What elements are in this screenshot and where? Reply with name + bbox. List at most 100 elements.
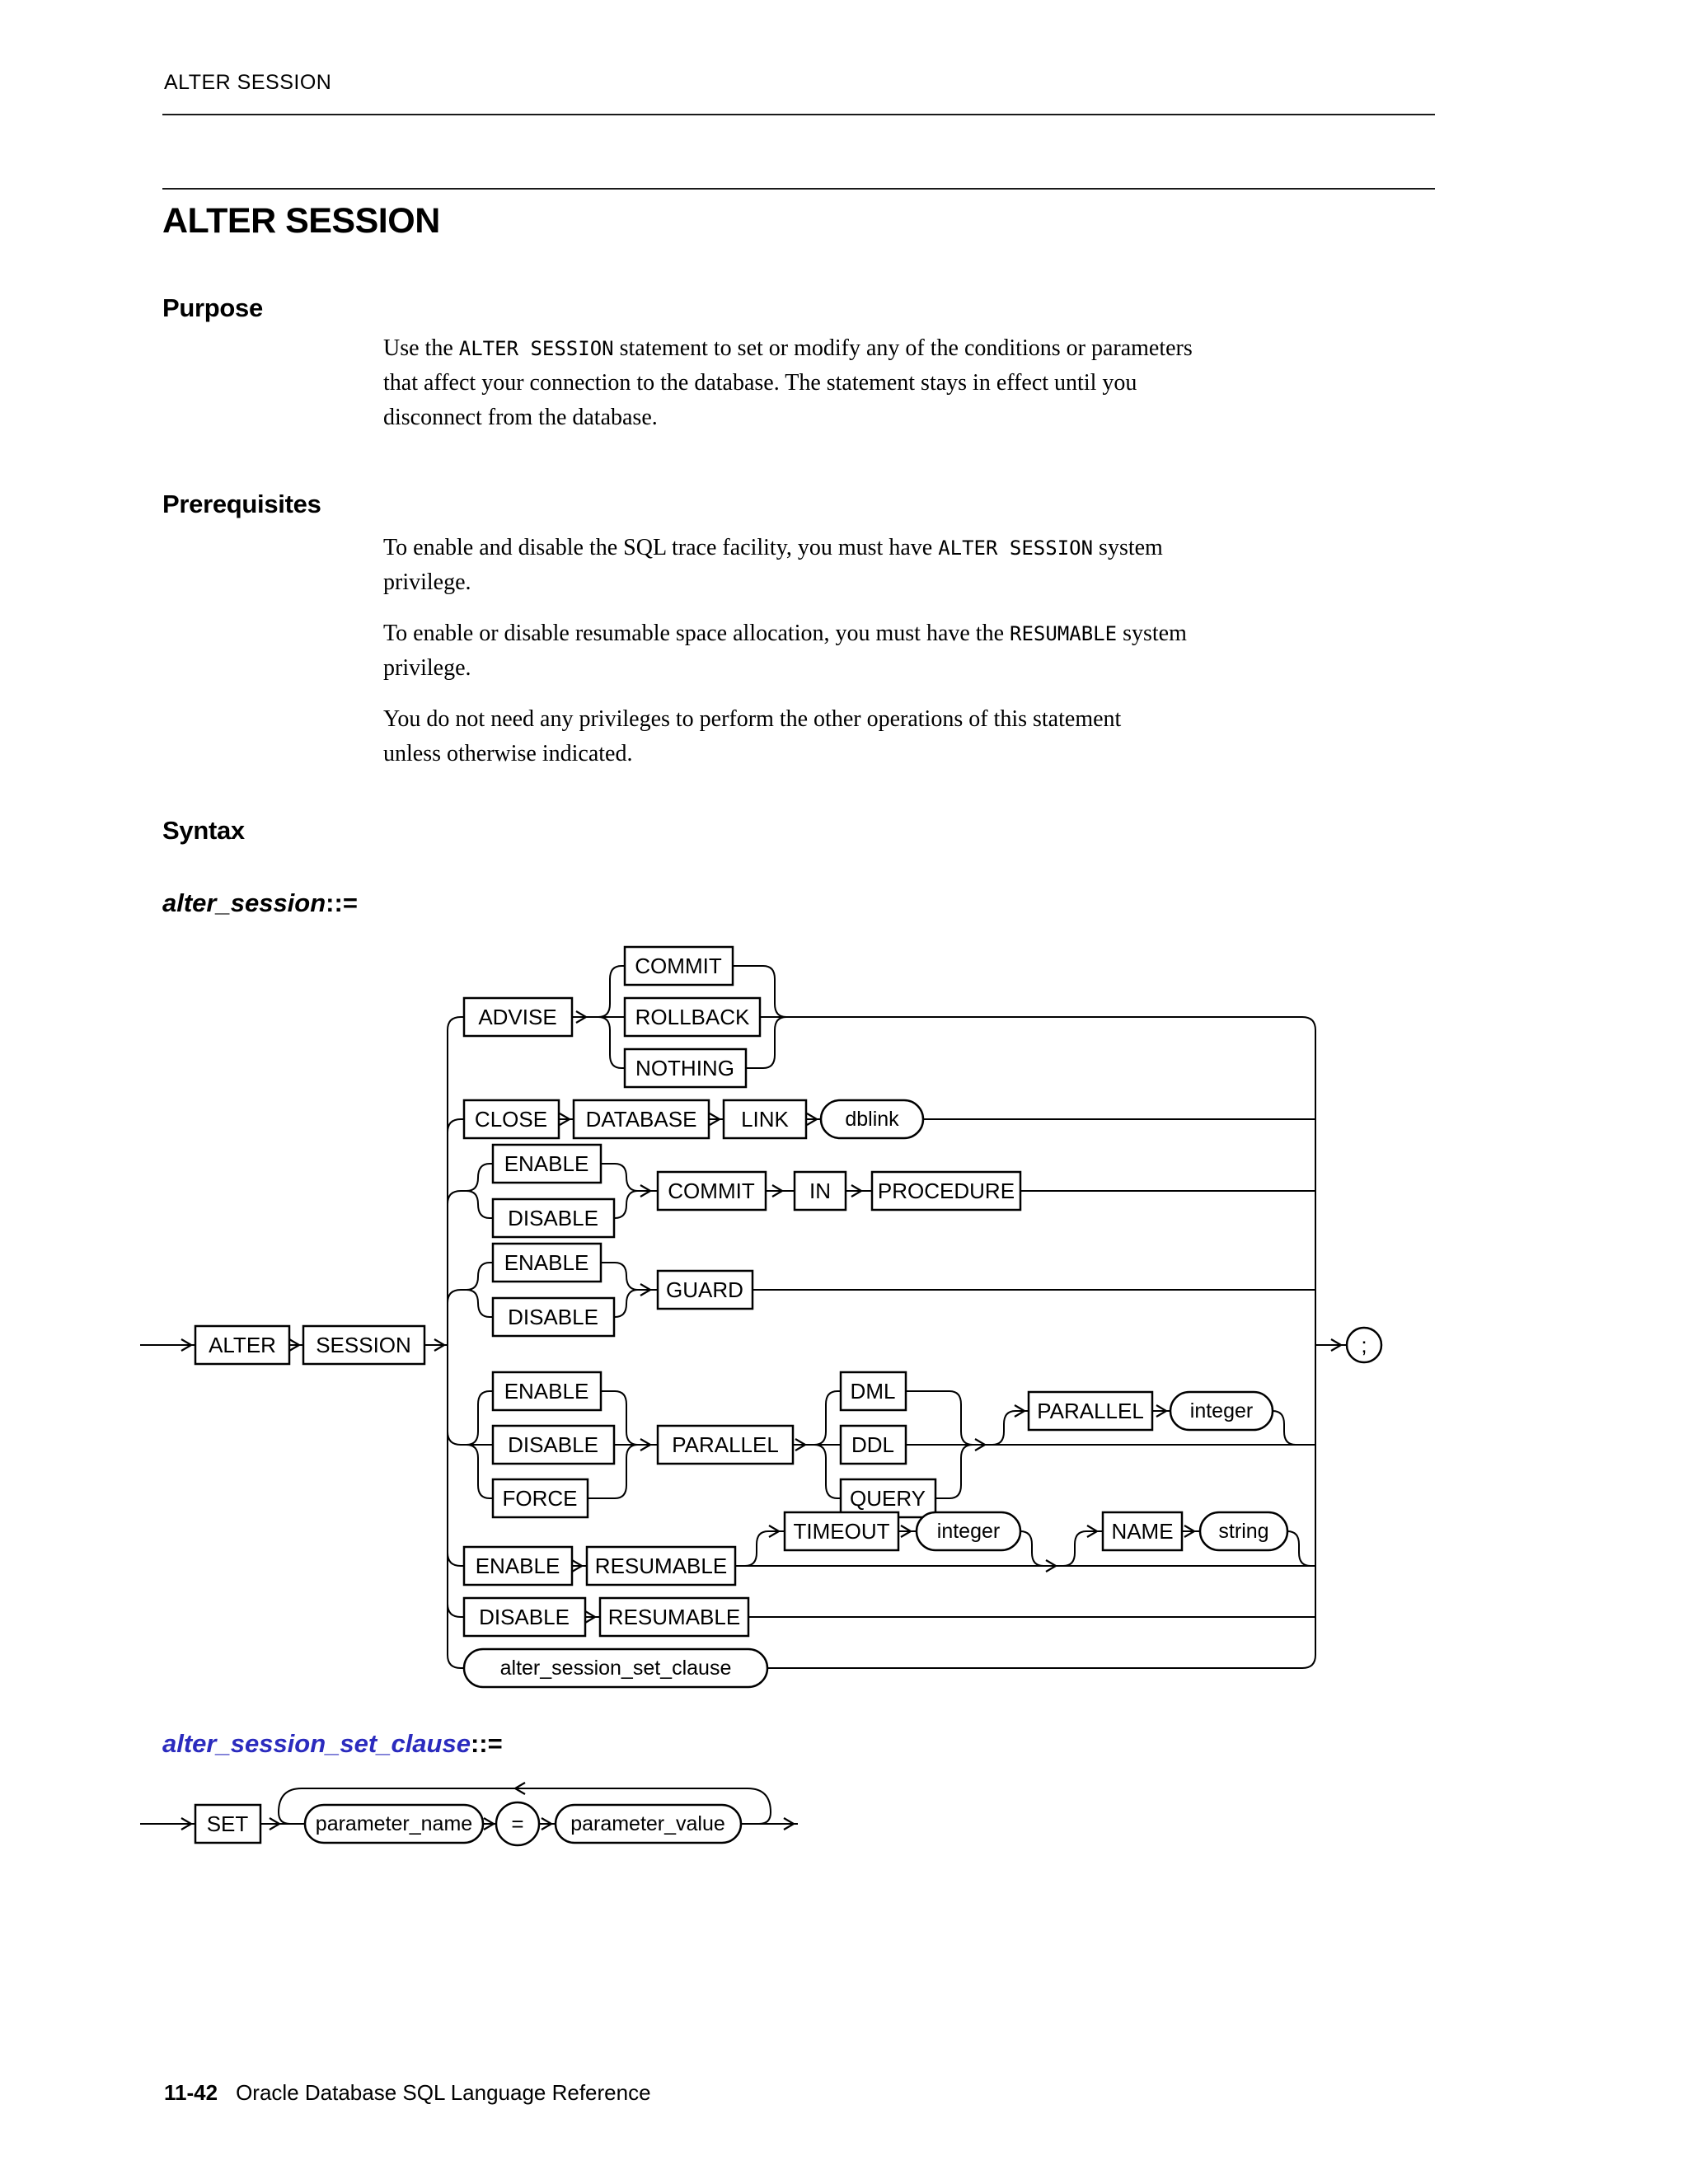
node-label: DML	[851, 1379, 896, 1404]
syntax-node-rollback: ROLLBACK	[623, 996, 762, 1038]
syntax-node-set-clause-ref: alter_session_set_clause	[462, 1647, 769, 1689]
inline-code: ALTER SESSION	[938, 537, 1094, 560]
syntax-node-enable-parallel: ENABLE	[491, 1371, 603, 1412]
node-label: CLOSE	[475, 1107, 547, 1132]
prereq-text: To enable and disable the SQL trace faci…	[383, 535, 939, 560]
inline-code: ALTER SESSION	[458, 337, 614, 360]
syntax-node-in: IN	[793, 1170, 847, 1212]
syntax-node-link: LINK	[722, 1099, 808, 1140]
syntax-node-parameter-name: parameter_name	[303, 1803, 485, 1844]
node-label: ENABLE	[504, 1250, 589, 1275]
node-label: integer	[937, 1520, 1000, 1543]
set-clause-syntax-diagram: SET parameter_name = parameter_value	[140, 1781, 798, 1847]
syntax-node-integer-parallel: integer	[1169, 1390, 1274, 1432]
prerequisites-paragraph-1: To enable and disable the SQL trace faci…	[383, 531, 1163, 600]
prerequisites-paragraph-3: You do not need any privileges to perfor…	[383, 702, 1121, 771]
node-label: DISABLE	[508, 1206, 598, 1230]
syntax-node-alter: ALTER	[194, 1324, 291, 1366]
syntax-node-dml: DML	[839, 1371, 907, 1412]
prereq-text: You do not need any privileges to perfor…	[383, 706, 1122, 732]
node-label: NAME	[1111, 1519, 1173, 1544]
syntax-node-parallel-degree: PARALLEL	[1027, 1390, 1154, 1432]
prereq-text: unless otherwise indicated.	[383, 741, 633, 766]
node-label: DISABLE	[479, 1605, 570, 1629]
syntax-node-disable-guard: DISABLE	[491, 1296, 616, 1338]
title-rule	[162, 188, 1435, 190]
node-label: ;	[1361, 1333, 1367, 1357]
node-label: alter_session_set_clause	[500, 1657, 732, 1680]
syntax-node-resumable-enable: RESUMABLE	[585, 1545, 737, 1586]
node-label: COMMIT	[635, 954, 722, 978]
page-number: 11-42	[164, 2080, 218, 2105]
syntax-node-semicolon: ;	[1345, 1326, 1383, 1364]
prereq-text: To enable or disable resumable space all…	[383, 621, 1010, 646]
node-label: IN	[809, 1179, 831, 1203]
purpose-text: that affect your connection to the datab…	[383, 370, 1137, 396]
node-label: COMMIT	[668, 1179, 755, 1203]
syntax-node-ddl: DDL	[839, 1424, 907, 1465]
syntax-node-procedure: PROCEDURE	[870, 1170, 1022, 1212]
syntax-node-disable-commit: DISABLE	[491, 1197, 616, 1239]
prereq-text: privilege.	[383, 655, 471, 681]
syntax-node-enable-guard: ENABLE	[491, 1242, 603, 1283]
node-label: parameter_value	[570, 1812, 725, 1835]
node-label: dblink	[845, 1108, 899, 1131]
assign-symbol: ::=	[470, 1729, 503, 1758]
syntax-node-disable-resumable: DISABLE	[462, 1596, 587, 1638]
syntax-node-force: FORCE	[491, 1478, 589, 1519]
node-label: RESUMABLE	[608, 1605, 740, 1629]
node-label: DDL	[851, 1432, 894, 1457]
diagram2-name-link[interactable]: alter_session_set_clause	[162, 1729, 471, 1758]
node-label: NOTHING	[635, 1056, 734, 1080]
purpose-text: statement to set or modify any of the co…	[613, 335, 1193, 361]
node-label: parameter_name	[316, 1812, 472, 1835]
syntax-node-resumable-disable: RESUMABLE	[598, 1596, 750, 1638]
prereq-text: system	[1117, 621, 1187, 646]
purpose-paragraph: Use the ALTER SESSION statement to set o…	[383, 331, 1193, 435]
node-label: ADVISE	[478, 1005, 556, 1029]
running-head: ALTER SESSION	[164, 71, 332, 94]
syntax-node-database: DATABASE	[572, 1099, 710, 1140]
prereq-text: system	[1093, 535, 1163, 560]
syntax-node-guard: GUARD	[656, 1269, 754, 1310]
heading-prerequisites: Prerequisites	[162, 490, 321, 518]
syntax-node-name: NAME	[1101, 1511, 1184, 1552]
node-label: SET	[207, 1811, 249, 1836]
syntax-node-timeout: TIMEOUT	[783, 1511, 900, 1552]
node-label: integer	[1190, 1399, 1253, 1422]
heading-syntax: Syntax	[162, 816, 245, 845]
assign-symbol: ::=	[326, 888, 358, 917]
node-label: PARALLEL	[672, 1432, 779, 1457]
prereq-text: privilege.	[383, 569, 471, 595]
node-label: PARALLEL	[1037, 1399, 1144, 1423]
node-label: LINK	[741, 1107, 789, 1132]
node-label: DATABASE	[586, 1107, 697, 1132]
node-label: FORCE	[503, 1486, 578, 1511]
node-label: ENABLE	[476, 1554, 560, 1578]
node-label: ENABLE	[504, 1379, 589, 1404]
node-label: GUARD	[666, 1277, 743, 1302]
syntax-node-enable-resumable: ENABLE	[462, 1545, 574, 1586]
syntax-node-close: CLOSE	[462, 1099, 560, 1140]
diagram1-label: alter_session::=	[162, 888, 358, 918]
node-label: ENABLE	[504, 1151, 589, 1176]
syntax-node-session: SESSION	[302, 1324, 426, 1366]
syntax-node-equals: =	[495, 1801, 541, 1847]
syntax-node-disable-parallel: DISABLE	[491, 1424, 616, 1465]
syntax-node-integer-timeout: integer	[915, 1511, 1022, 1552]
prerequisites-paragraph-2: To enable or disable resumable space all…	[383, 616, 1187, 686]
header-rule	[162, 114, 1435, 115]
diagram2-label: alter_session_set_clause::=	[162, 1729, 503, 1759]
node-label: PROCEDURE	[878, 1179, 1015, 1203]
diagram-connectors	[140, 1788, 798, 1825]
node-label: TIMEOUT	[794, 1519, 890, 1544]
node-label: ROLLBACK	[635, 1005, 750, 1029]
node-label: SESSION	[316, 1333, 411, 1357]
node-label: DISABLE	[508, 1432, 598, 1457]
inline-code: RESUMABLE	[1010, 622, 1118, 645]
page-title: ALTER SESSION	[162, 201, 440, 241]
syntax-node-set: SET	[194, 1803, 262, 1844]
syntax-node-nothing: NOTHING	[623, 1047, 748, 1089]
